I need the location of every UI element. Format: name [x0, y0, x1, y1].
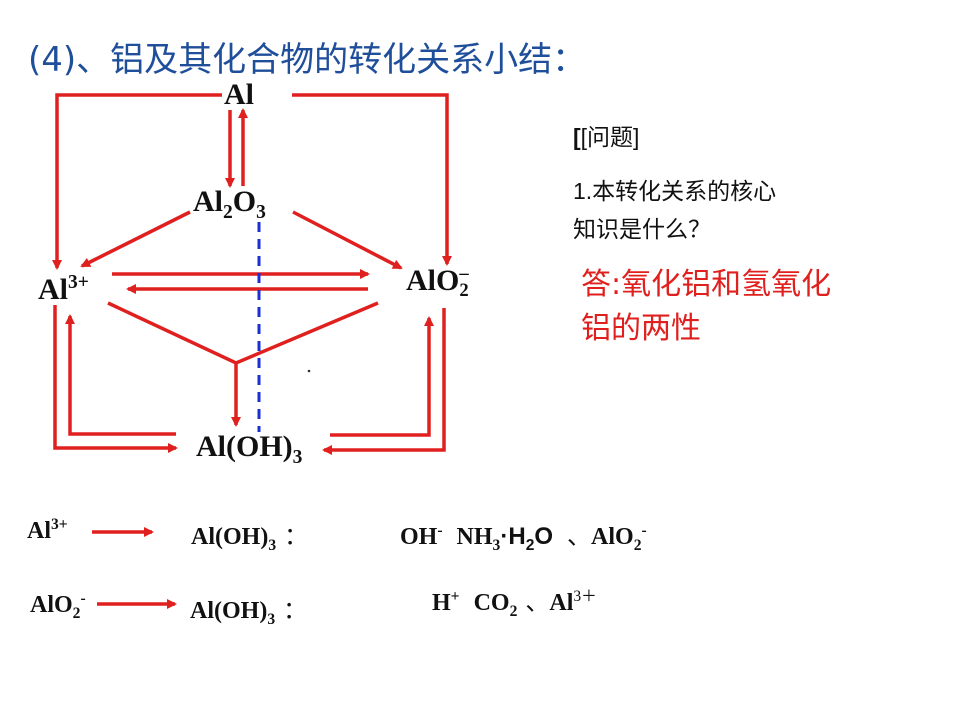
page-title: (4)、铝及其化合物的转化关系小结：	[28, 40, 587, 80]
arrow-al-to-alo2	[292, 93, 452, 266]
arrow-al-to-al3	[52, 93, 222, 270]
dot	[307, 369, 311, 373]
answer-line-1: 答:氧化铝和氢氧化	[581, 267, 832, 302]
question-heading: [[问题]	[573, 124, 640, 150]
eq2-product: Al(OH)3：	[190, 598, 308, 628]
question-line-2: 知识是什么？	[573, 216, 711, 242]
node-al2o3: Al2O3	[193, 185, 266, 223]
question-line-1: 1.本转化关系的核心	[573, 178, 777, 204]
eq1-product: Al(OH)3：	[191, 524, 309, 554]
arrow-al2o3-to-al3	[80, 210, 191, 268]
answer-line-2: 铝的两性	[581, 311, 701, 346]
arrow-al3-to-aloh3	[53, 305, 178, 453]
node-alo2-minus: AlO–2	[406, 263, 469, 301]
node-aloh3: Al(OH)3	[196, 430, 303, 468]
node-al: Al	[224, 78, 254, 111]
arrow-converge-to-aloh3	[107, 301, 379, 365]
eq1-reagents: OH-NH3·H2O、AlO2-	[400, 522, 647, 554]
arrow-alo2-to-aloh3	[322, 308, 446, 455]
arrow-aloh3-to-alo2	[330, 316, 434, 437]
arrow-al2o3-to-alo2	[292, 210, 403, 270]
eq1-reactant: Al3+	[27, 516, 68, 544]
node-al3plus: Al3+	[38, 272, 89, 306]
arrow-aloh3-to-al3	[65, 314, 176, 436]
eq2-reactant: AlO2-	[30, 590, 86, 622]
eq2-reagents: H+CO2、Al3＋	[432, 588, 597, 620]
